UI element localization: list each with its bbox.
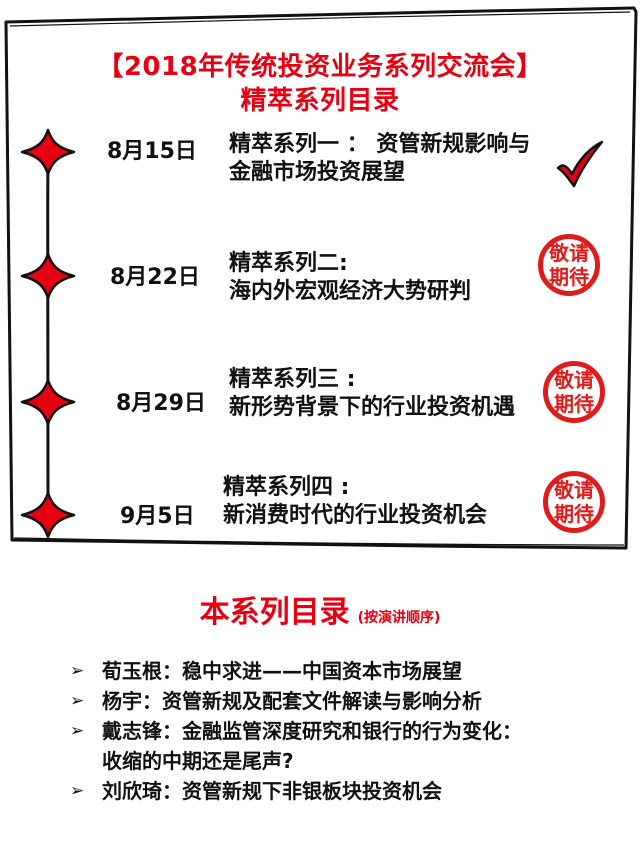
session-date: 9月5日 <box>120 504 195 529</box>
session-title: 精萃系列三 : <box>229 367 356 392</box>
catalog-subtitle: 精萃系列目录 <box>240 86 400 116</box>
list-item: ➢ 刘欣琦：资管新规下非银板块投资机会 <box>70 776 630 806</box>
session-title: 精萃系列二: <box>229 251 348 276</box>
session-date: 8月29日 <box>116 391 206 416</box>
speaker-list: ➢ 荀玉根：稳中求进——中国资本市场展望 ➢ 杨宇：资管新规及配套文件解读与影响… <box>70 656 630 806</box>
timeline-marker <box>20 128 76 176</box>
session-date: 8月15日 <box>107 139 197 164</box>
arrow-bullet-icon: ➢ <box>70 781 85 801</box>
session-description: 精萃系列一 ： 资管新规影响与 金融市场投资展望 <box>229 131 530 187</box>
speaker-topic: 杨宇：资管新规及配套文件解读与影响分析 <box>102 689 482 713</box>
coming-soon-stamp: 敬请 期待 <box>538 234 600 296</box>
checkmark-icon <box>556 140 604 188</box>
session-description: 精萃系列二: 海内外宏观经济大势研判 <box>229 250 471 306</box>
list-item: ➢ 杨宇：资管新规及配套文件解读与影响分析 <box>70 686 630 716</box>
session-date: 8月22日 <box>110 265 200 290</box>
session-topic: 新形势背景下的行业投资机遇 <box>229 395 516 420</box>
list-item: ➢ 戴志锋：金融监管深度研究和银行的行为变化： 收缩的中期还是尾声? <box>70 716 630 776</box>
arrow-bullet-icon: ➢ <box>70 691 85 711</box>
session-topic: 海内外宏观经济大势研判 <box>229 279 472 304</box>
session-description: 精萃系列三 : 新形势背景下的行业投资机遇 <box>229 366 515 422</box>
timeline-marker <box>20 378 76 426</box>
hand-drawn-frame <box>4 6 638 550</box>
session-description: 精萃系列四 : 新消费时代的行业投资机会 <box>223 474 487 530</box>
list-item: ➢ 荀玉根：稳中求进——中国资本市场展望 <box>70 656 630 686</box>
speaker-topic-continued: 收缩的中期还是尾声? <box>102 749 294 773</box>
timeline-marker <box>20 491 76 539</box>
series-list-note: (按演讲顺序) <box>357 610 441 626</box>
speaker-topic: 刘欣琦：资管新规下非银板块投资机会 <box>102 779 442 803</box>
arrow-bullet-icon: ➢ <box>70 661 85 681</box>
session-title: 精萃系列一 ： 资管新规影响与 <box>229 132 531 157</box>
series-list-title: 本系列目录 <box>199 595 350 630</box>
coming-soon-stamp: 敬请 期待 <box>543 471 605 533</box>
timeline <box>20 128 76 539</box>
coming-soon-stamp: 敬请 期待 <box>543 361 605 423</box>
session-topic: 新消费时代的行业投资机会 <box>223 503 488 528</box>
arrow-bullet-icon: ➢ <box>70 721 85 741</box>
event-title: 【2018年传统投资业务系列交流会】 <box>97 52 543 82</box>
session-topic: 金融市场投资展望 <box>229 160 406 185</box>
session-title: 精萃系列四 : <box>223 475 350 500</box>
series-list-heading: 本系列目录 (按演讲顺序) <box>0 598 640 628</box>
speaker-topic: 戴志锋：金融监管深度研究和银行的行为变化： <box>102 719 522 743</box>
speaker-topic: 荀玉根：稳中求进——中国资本市场展望 <box>102 659 462 683</box>
timeline-marker <box>20 252 76 300</box>
